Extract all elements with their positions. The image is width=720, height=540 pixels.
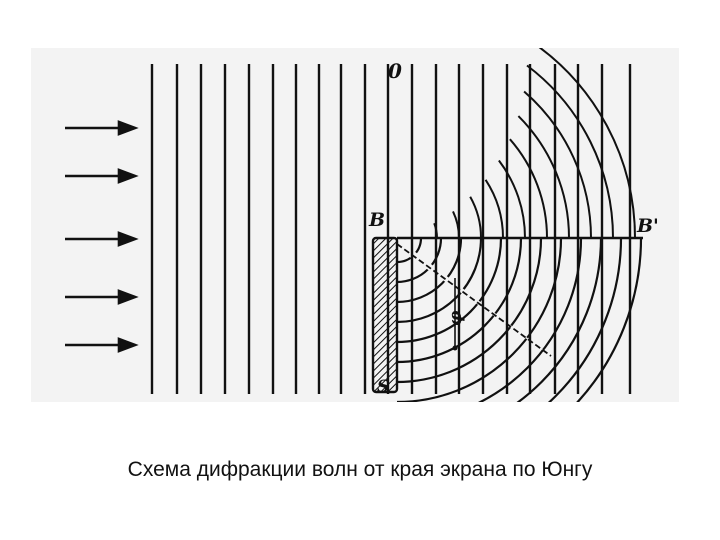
- upper-arcs: [433, 48, 636, 239]
- upper-arc: [538, 48, 636, 239]
- screen-s: [371, 236, 399, 394]
- label-0: 0: [388, 59, 402, 83]
- arrow-4: [65, 289, 139, 305]
- angle-marker-dot: [452, 345, 458, 351]
- label-phi: φ: [446, 310, 466, 326]
- upper-arc: [517, 115, 570, 239]
- arrow-1: [65, 120, 139, 136]
- upper-arc: [469, 196, 482, 239]
- upper-arc: [523, 90, 592, 239]
- arrow-5: [65, 337, 139, 353]
- arrow-3: [65, 231, 139, 247]
- upper-arc: [498, 159, 526, 239]
- arrow-2: [65, 168, 139, 184]
- caption: Схема дифракции волн от края экрана по Ю…: [127, 458, 593, 481]
- upper-arc: [526, 64, 614, 239]
- upper-arc: [484, 179, 504, 239]
- label-b: B: [368, 209, 385, 231]
- diffraction-ray: [396, 243, 552, 357]
- upper-arc: [509, 138, 548, 239]
- upper-arc: [433, 222, 438, 239]
- incident-arrows: [65, 120, 139, 353]
- diffraction-diagram: 0 B B' S φ: [31, 48, 679, 402]
- label-b-prime: B': [636, 215, 659, 237]
- upper-arc: [452, 210, 460, 239]
- label-s: S: [377, 377, 389, 397]
